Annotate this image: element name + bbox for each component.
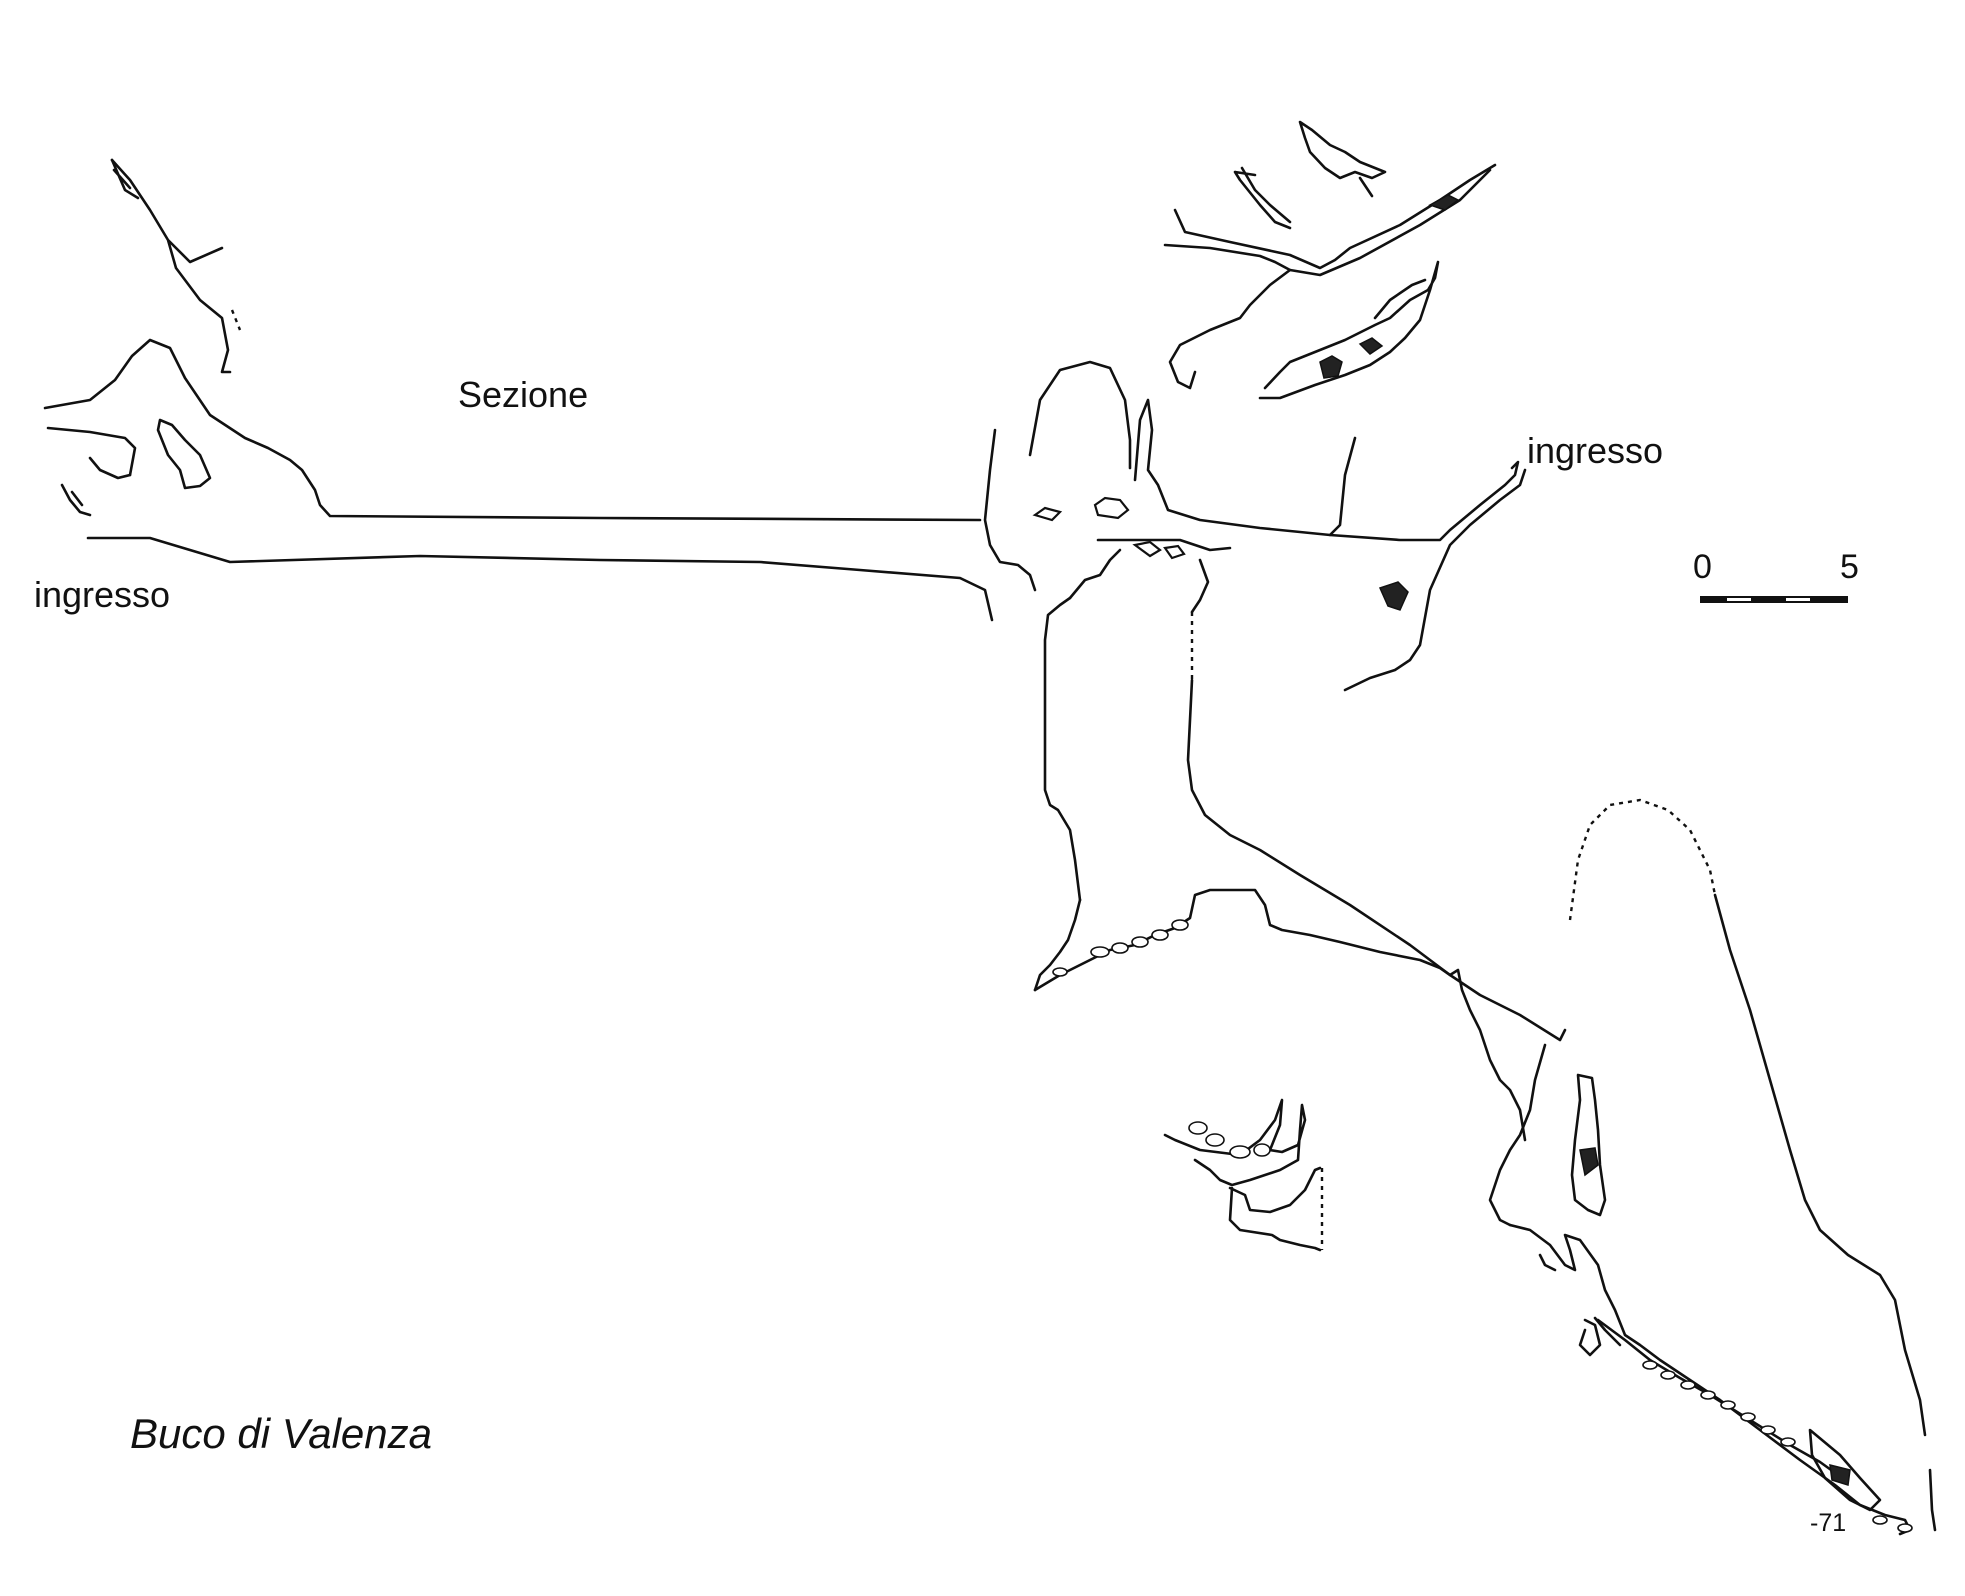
upper-right-branches xyxy=(1163,120,1497,400)
cave-title: Buco di Valenza xyxy=(130,1410,432,1457)
entrance-right-label: ingresso xyxy=(1527,430,1664,471)
scale-end-label: 5 xyxy=(1840,548,1859,586)
lower-chamber-floor xyxy=(1033,888,1527,1142)
entrance-left-label: ingresso xyxy=(34,574,171,615)
left-entrance-passage xyxy=(43,158,994,622)
lower-deep-branch xyxy=(1488,798,1937,1536)
scale-start-label: 0 xyxy=(1693,548,1712,586)
scale-bar xyxy=(1700,596,1848,603)
isolated-section xyxy=(1163,1098,1324,1252)
depth-label: -71 xyxy=(1810,1509,1847,1537)
section-label: Sezione xyxy=(458,374,589,415)
central-chamber xyxy=(983,360,1567,1042)
